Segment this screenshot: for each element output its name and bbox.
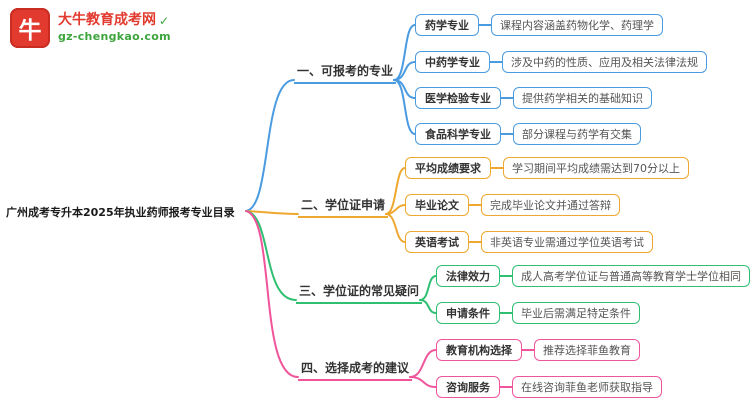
node-connector [522,349,534,351]
leaf-row: 教育机构选择 推荐选择菲鱼教育 [436,339,640,361]
site-url: gz-chengkao.com [58,29,171,43]
leaf-row: 中药学专业 涉及中药的性质、应用及相关法律法规 [415,51,707,73]
leaf-desc: 完成毕业论文并通过答辩 [481,194,620,216]
leaf-desc: 学习期间平均成绩需达到70分以上 [503,157,689,179]
leaf-row: 英语考试 非英语专业需通过学位英语考试 [405,231,653,253]
check-icon: ✓ [159,13,170,28]
node-connector [501,133,513,135]
bull-logo-icon: 牛 [10,8,50,48]
leaf-row: 咨询服务 在线咨询菲鱼老师获取指导 [436,376,662,398]
leaf-desc: 在线咨询菲鱼老师获取指导 [512,376,662,398]
leaf-node: 英语考试 [405,231,469,253]
leaf-node: 法律效力 [436,265,500,287]
leaf-row: 毕业论文 完成毕业论文并通过答辩 [405,194,620,216]
leaf-desc: 非英语专业需通过学位英语考试 [481,231,653,253]
leaf-desc: 课程内容涵盖药物化学、药理学 [491,14,663,36]
leaf-row: 法律效力 成人高考学位证与普通高等教育学士学位相同 [436,265,750,287]
leaf-desc: 涉及中药的性质、应用及相关法律法规 [502,51,707,73]
node-connector [500,275,512,277]
brand-name: 大牛教育成考网 [58,12,156,29]
leaf-node: 教育机构选择 [436,339,522,361]
leaf-desc: 部分课程与药学有交集 [513,123,641,145]
leaf-desc: 毕业后需满足特定条件 [512,302,640,324]
leaf-row: 平均成绩要求 学习期间平均成绩需达到70分以上 [405,157,689,179]
node-connector [500,312,512,314]
leaf-desc: 提供药学相关的基础知识 [513,87,652,109]
leaf-node: 平均成绩要求 [405,157,491,179]
leaf-node: 中药学专业 [415,51,490,73]
root-node: 广州成考专升本2025年执业药师报考专业目录 [6,206,235,219]
leaf-node: 申请条件 [436,302,500,324]
node-connector [479,24,491,26]
branch-label-2: 二、学位证申请 [298,196,389,218]
leaf-node: 医学检验专业 [415,87,501,109]
leaf-desc: 推荐选择菲鱼教育 [534,339,640,361]
node-connector [500,386,512,388]
leaf-row: 医学检验专业 提供药学相关的基础知识 [415,87,652,109]
leaf-row: 申请条件 毕业后需满足特定条件 [436,302,640,324]
branch-label-3: 三、学位证的常见疑问 [296,282,423,304]
node-connector [469,204,481,206]
node-connector [469,241,481,243]
branch-1-connectors [245,24,416,212]
site-logo[interactable]: 牛 大牛教育成考网 ✓ gz-chengkao.com [10,8,171,48]
leaf-node: 毕业论文 [405,194,469,216]
leaf-row: 药学专业 课程内容涵盖药物化学、药理学 [415,14,663,36]
node-connector [501,97,513,99]
node-connector [491,167,503,169]
node-connector [490,61,502,63]
leaf-desc: 成人高考学位证与普通高等教育学士学位相同 [512,265,750,287]
leaf-node: 咨询服务 [436,376,500,398]
branch-label-4: 四、选择成考的建议 [298,359,413,381]
leaf-row: 食品科学专业 部分课程与药学有交集 [415,123,641,145]
branch-label-1: 一、可报考的专业 [294,62,397,84]
leaf-node: 食品科学专业 [415,123,501,145]
leaf-node: 药学专业 [415,14,479,36]
